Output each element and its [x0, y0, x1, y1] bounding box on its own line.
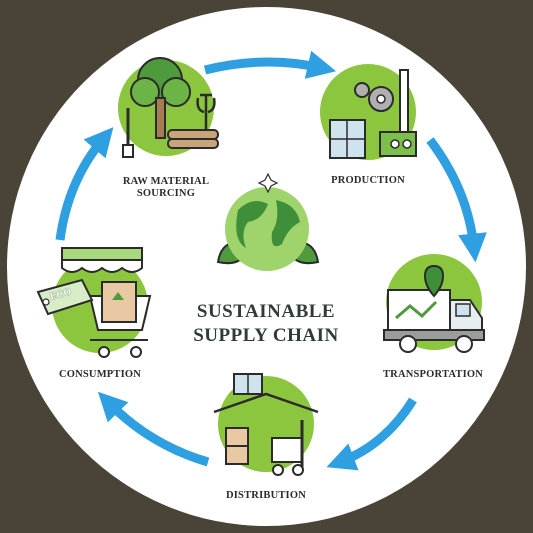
globe-with-leaves-icon	[216, 172, 320, 271]
raw-label-line1: RAW MATERIAL	[122, 176, 210, 187]
stage-label-consumption: CONSUMPTION	[58, 369, 142, 380]
stage-label-distribution: DISTRIBUTION	[225, 490, 306, 501]
arrow-consumption-to-raw	[55, 127, 114, 241]
arrow-transportation-to-distribution	[326, 397, 417, 471]
arrow-raw-to-production	[203, 50, 337, 79]
tree-logs-shovel-icon	[118, 57, 219, 158]
title-line2: SUPPLY CHAIN	[193, 325, 339, 346]
arrow-distribution-to-consumption	[97, 391, 210, 467]
raw-label-line2: SOURCING	[136, 188, 196, 199]
stage-label-production: PRODUCTION	[331, 175, 405, 186]
delivery-truck-icon	[383, 254, 485, 353]
title-line1: SUSTAINABLE	[196, 301, 336, 322]
stage-label-raw-material-sourcing: RAW MATERIAL SOURCING	[116, 176, 216, 200]
warehouse-forklift-icon	[213, 373, 319, 476]
diagram-title: SUSTAINABLE SUPPLY CHAIN	[166, 300, 366, 348]
factory-gears-solar-icon	[320, 64, 417, 160]
arrow-production-to-transportation	[426, 137, 487, 263]
stage-label-transportation: TRANSPORTATION	[382, 369, 484, 380]
shopping-cart-eco-tag-icon	[36, 247, 152, 358]
